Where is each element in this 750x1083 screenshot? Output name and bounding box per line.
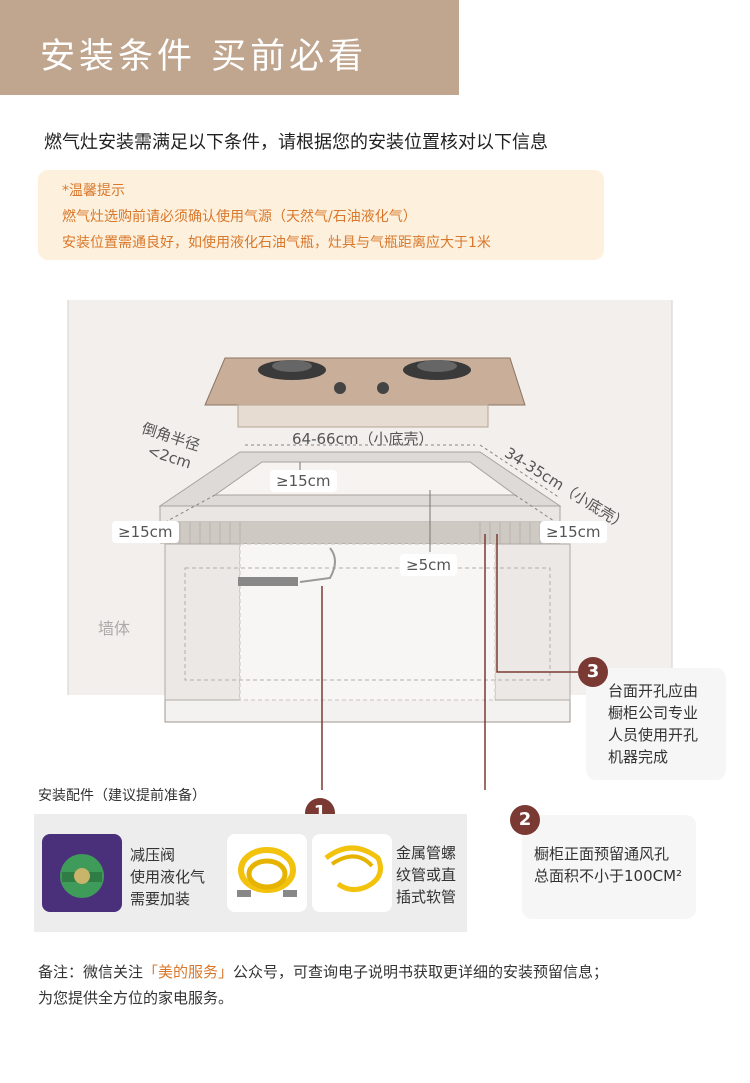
note-2-line-1: 橱柜正面预留通风孔 <box>534 845 670 863</box>
gap-top-label: ≥15cm <box>270 470 337 492</box>
gap-back-label: ≥5cm <box>400 554 457 576</box>
footer-note: 备注：微信关注「美的服务」公众号，可查询电子说明书获取更详细的安装预留信息； 为… <box>38 959 608 1011</box>
accessories-panel: 减压阀 使用液化气 需要加装 金属管螺 纹管或直 插式软管 <box>34 814 467 932</box>
hose-image-1 <box>227 834 307 912</box>
accessories-title: 安装配件（建议提前准备） <box>38 788 206 804</box>
regulator-line-3: 需要加装 <box>130 890 191 908</box>
footer-line-1-suffix: 公众号，可查询电子说明书获取更详细的安装预留信息； <box>233 963 609 981</box>
installation-diagram: 64-66cm（小底壳） 34-35cm（小底壳） 倒角半径 <2cm ≥15c… <box>0 290 750 790</box>
regulator-image <box>42 834 122 912</box>
footer-highlight: 「美的服务」 <box>143 963 234 981</box>
hose-line-1: 金属管螺 <box>396 844 457 862</box>
footer-line-1-prefix: 备注：微信关注 <box>38 963 144 981</box>
badge-3: 3 <box>578 657 608 687</box>
note-3-line-2: 橱柜公司专业 <box>608 704 699 722</box>
note-2-line-2: 总面积不小于100CM² <box>534 867 683 885</box>
wall-label: 墙体 <box>98 619 131 638</box>
hose-line-2: 纹管或直 <box>396 866 457 884</box>
gas-valve-part <box>238 577 298 586</box>
hose-image-2 <box>312 834 392 912</box>
note-3-line-1: 台面开孔应由 <box>608 682 699 700</box>
tips-title: *温馨提示 <box>62 183 125 199</box>
hose-line-3: 插式软管 <box>396 888 457 906</box>
intro-text: 燃气灶安装需满足以下条件，请根据您的安装位置核对以下信息 <box>44 132 548 153</box>
tips-line-2: 安装位置需通良好，如使用液化石油气瓶，灶具与气瓶距离应大于1米 <box>62 235 491 251</box>
width-dimension-label: 64-66cm（小底壳） <box>292 430 434 448</box>
regulator-line-2: 使用液化气 <box>130 868 206 886</box>
regulator-line-1: 减压阀 <box>130 846 176 864</box>
note-3-line-3: 人员使用开孔 <box>608 726 699 744</box>
tips-line-1: 燃气灶选购前请必须确认使用气源（天然气/石油液化气） <box>62 209 417 225</box>
cooktop-image <box>204 357 526 428</box>
tips-box: *温馨提示 燃气灶选购前请必须确认使用气源（天然气/石油液化气） 安装位置需通良… <box>38 170 604 260</box>
badge-2: 2 <box>510 805 540 835</box>
footer-line-2: 为您提供全方位的家电服务。 <box>38 989 234 1007</box>
gap-left-label: ≥15cm <box>112 521 179 543</box>
note-3-line-4: 机器完成 <box>608 748 669 766</box>
diagram-illustration <box>67 300 673 790</box>
header-banner <box>0 0 459 95</box>
gap-right-label: ≥15cm <box>540 521 607 543</box>
page-title: 安装条件 买前必看 <box>40 37 368 77</box>
note-card-3: 台面开孔应由 橱柜公司专业 人员使用开孔 机器完成 <box>586 668 726 780</box>
note-card-2: 橱柜正面预留通风孔 总面积不小于100CM² <box>522 815 696 919</box>
